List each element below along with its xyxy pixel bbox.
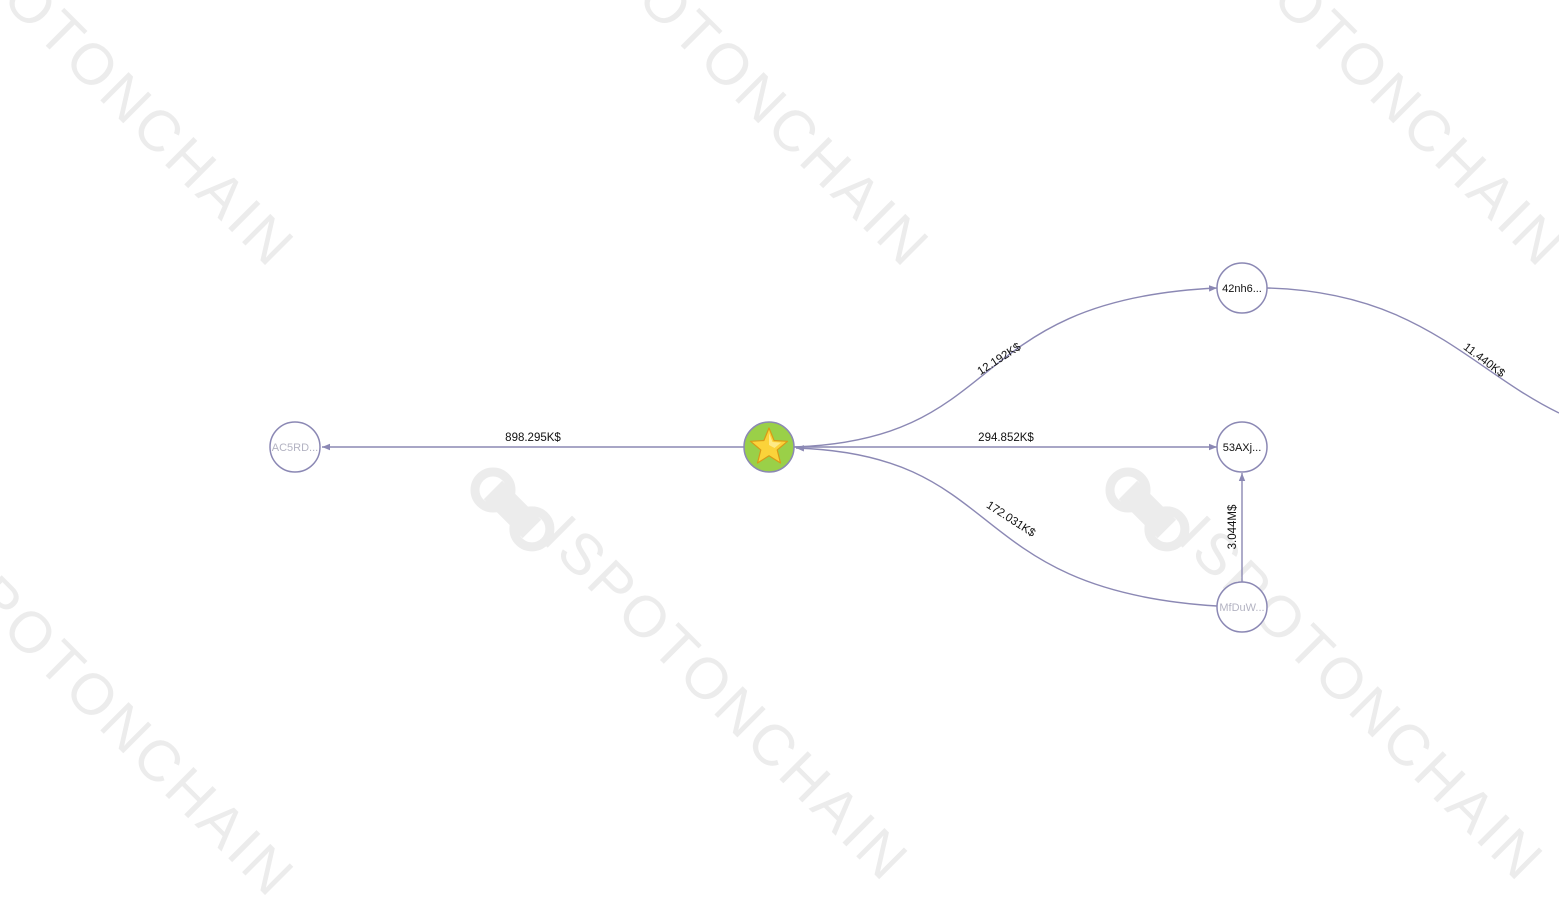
watermark-text: SPOTONCHAIN (0, 533, 308, 910)
edge-label: 294.852K$ (978, 432, 1034, 444)
wallet-node-icon (1216, 421, 1268, 473)
watermark-text: ISPOTONCHAIN (1166, 503, 1557, 894)
star-highlight (769, 433, 781, 448)
edge-42nh6-to-offscreen[interactable] (1266, 287, 1559, 414)
node-label: AC5RD... (272, 442, 318, 454)
node-label: 53AXj... (1223, 442, 1262, 454)
node-42nh6[interactable]: 42nh6... (1216, 262, 1268, 314)
wallet-node-icon (269, 421, 321, 473)
edges-layer: 898.295K$ 12.192K$ 294.852K$ 172.031K$ 3… (322, 285, 1559, 607)
watermark-text: SPOTONCHAIN (566, 0, 943, 280)
edge-center-to-42nh6[interactable] (793, 285, 1218, 448)
watermark-text: SPOTONCHAIN (1201, 0, 1559, 280)
edge-mfduw-to-center[interactable] (795, 445, 1218, 607)
nodes-layer: AC5RD... 42nh6... 53AXj... MfDuW... (269, 262, 1268, 633)
node-label: MfDuW... (1219, 602, 1264, 614)
edge-label: 898.295K$ (505, 432, 561, 444)
node-mfduw[interactable]: MfDuW... (1216, 581, 1268, 633)
watermark-text: ISPOTONCHAIN (531, 503, 922, 894)
edge-label: 172.031K$ (984, 499, 1038, 540)
node-ac5rd[interactable]: AC5RD... (269, 421, 321, 473)
wallet-node-icon (1216, 581, 1268, 633)
star-icon (749, 427, 789, 464)
watermark-text: SPOTONCHAIN (0, 0, 308, 280)
edge-label: 11.440K$ (1461, 341, 1507, 380)
node-label: 42nh6... (1222, 283, 1262, 295)
edge-label: 12.192K$ (975, 341, 1023, 378)
node-53axj[interactable]: 53AXj... (1216, 421, 1268, 473)
edge-label: 3.044M$ (1227, 504, 1239, 549)
node-center[interactable] (743, 421, 795, 473)
wallet-node-icon (1216, 262, 1268, 314)
